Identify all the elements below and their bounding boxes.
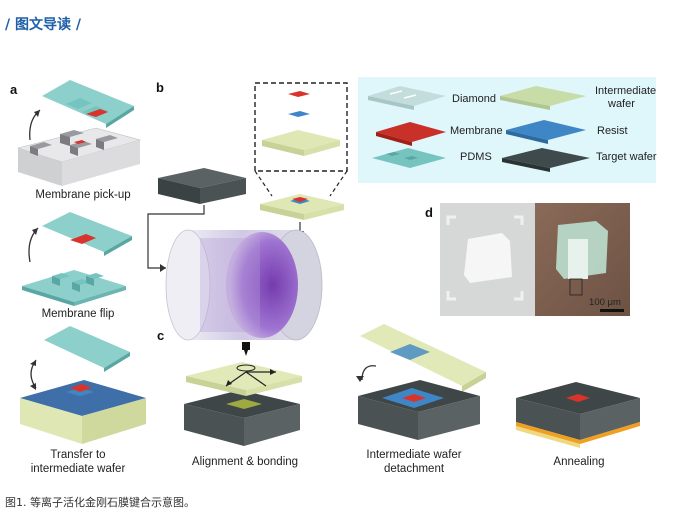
- scale-bar-label: 100 μm: [589, 297, 621, 308]
- legend-icons: [368, 86, 590, 172]
- legend-pdms: PDMS: [460, 151, 492, 163]
- panel-label-a: a: [10, 82, 18, 97]
- legend-diamond: Diamond: [452, 93, 497, 105]
- legend-resist: Resist: [597, 125, 628, 137]
- micrograph: 100 μm: [440, 203, 630, 316]
- transfer-scene: [20, 326, 146, 444]
- section-title: / 图文导读 /: [5, 17, 81, 33]
- anneal-scene: [516, 382, 640, 448]
- figure-caption: 图1. 等离子活化金刚石膜键合示意图。: [5, 496, 195, 509]
- label-detach-2: detachment: [383, 463, 445, 475]
- panel-label-c: c: [157, 328, 165, 343]
- legend-intermediate-1: Intermediate: [595, 85, 657, 97]
- label-flip: Membrane flip: [41, 308, 115, 320]
- label-pickup: Membrane pick-up: [35, 189, 131, 201]
- flip-scene: [22, 212, 132, 306]
- legend-target-wafer: Target wafer: [596, 151, 657, 163]
- panel-label-b: b: [156, 80, 164, 95]
- panel-label-d: d: [425, 205, 433, 220]
- label-transfer-2: intermediate wafer: [30, 463, 126, 475]
- label-alignment: Alignment & bonding: [191, 456, 299, 468]
- pickup-scene: [16, 80, 142, 186]
- plasma-scene: [147, 82, 348, 341]
- legend-intermediate-2: wafer: [608, 98, 635, 110]
- detach-scene: [356, 324, 486, 440]
- label-detach-1: Intermediate wafer: [366, 449, 462, 461]
- legend-membrane: Membrane: [450, 125, 503, 137]
- alignment-scene: [184, 342, 302, 446]
- label-transfer-1: Transfer to: [50, 449, 106, 461]
- label-annealing: Annealing: [553, 456, 605, 468]
